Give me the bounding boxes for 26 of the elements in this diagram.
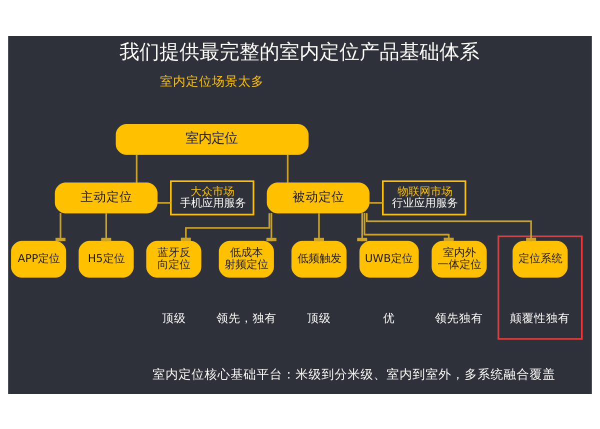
node-box: APP定位 xyxy=(11,240,66,278)
node-box: 主动定位 xyxy=(54,182,158,213)
node-label: 顶级 xyxy=(162,310,186,324)
diagram-title: 我们提供最完整的室内定位产品基础体系 xyxy=(119,39,480,64)
node-label: 领先，独有 xyxy=(216,310,276,324)
node-box: 物联网市场 行业应用服务 xyxy=(382,180,466,215)
node-box: UWB定位 xyxy=(359,240,419,278)
node-label: 顶级 xyxy=(306,310,331,324)
node-box: H5定位 xyxy=(78,240,134,278)
node-label: 领先独有 xyxy=(435,310,484,324)
caption: 室内定位核心基础平台：米级到分米级、室内到室外，多系统融合覆盖 xyxy=(152,366,556,382)
node-label: 颠覆性独有 xyxy=(510,310,570,324)
connector xyxy=(369,202,383,204)
node-box: 室内定位 xyxy=(116,124,309,154)
node-box: 大众市场 手机应用服务 xyxy=(170,180,254,215)
node-box: 低频触发 xyxy=(291,240,347,278)
node-box: 定位系统 xyxy=(512,240,568,278)
connector xyxy=(157,202,171,204)
node-box: 蓝牙反向定位 xyxy=(146,240,202,278)
node-box: 室内外一体定位 xyxy=(432,240,487,278)
node-box: 低成本射频定位 xyxy=(218,240,274,278)
connector xyxy=(286,154,289,182)
connector xyxy=(136,154,138,182)
label: 室内定位场景太多 xyxy=(160,73,264,88)
node-box: 被动定位 xyxy=(266,182,370,213)
node-label: 优 xyxy=(383,310,396,324)
